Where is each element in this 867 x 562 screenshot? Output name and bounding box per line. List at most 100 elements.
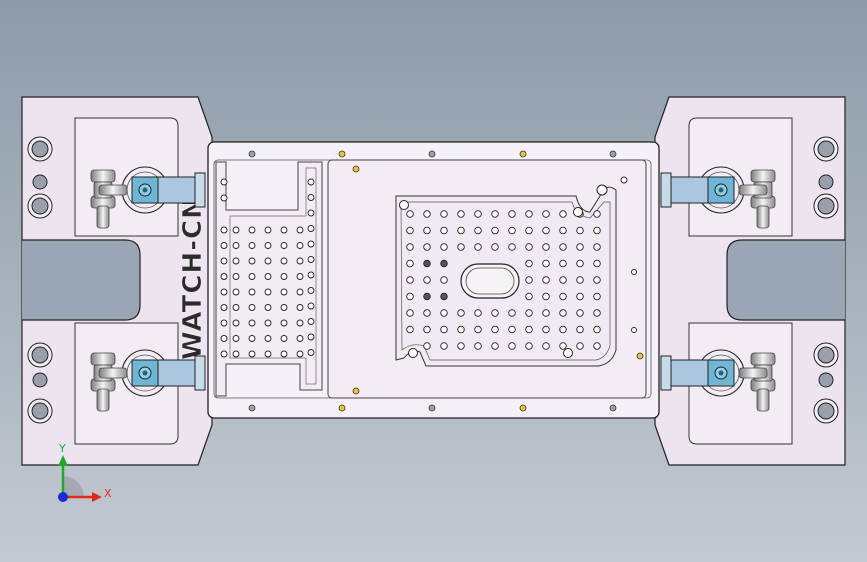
hole	[248, 319, 256, 327]
hole	[307, 333, 315, 341]
hole	[508, 243, 516, 251]
hole	[491, 309, 499, 317]
hole	[280, 350, 288, 358]
xyz-triad-icon[interactable]: Y X	[58, 442, 112, 502]
hole	[542, 259, 550, 268]
hole	[296, 335, 304, 342]
hole	[264, 350, 272, 358]
y-axis-arrow	[58, 455, 68, 466]
air-fitting-tube	[96, 388, 110, 412]
clamp-screw-socket	[718, 187, 724, 193]
hole	[307, 194, 315, 201]
hole	[440, 243, 448, 251]
bolt-head	[428, 404, 436, 412]
hole	[232, 257, 240, 265]
hole	[457, 226, 465, 235]
dowel-pin	[519, 404, 527, 412]
hole	[593, 342, 601, 350]
hole	[491, 342, 499, 350]
hole	[406, 226, 414, 235]
hole	[440, 325, 448, 334]
hole	[559, 243, 567, 251]
hole-filled	[440, 292, 448, 301]
hole	[542, 292, 550, 301]
clamp-screw-socket	[142, 370, 148, 376]
hole	[474, 342, 482, 350]
hole	[542, 309, 550, 317]
right-side-notch	[726, 239, 845, 321]
hole	[264, 257, 272, 265]
mount-hole-inner	[31, 402, 49, 420]
hole	[296, 319, 304, 327]
small-mount-hole	[32, 372, 48, 388]
hole	[406, 259, 414, 268]
center-oval-slot-inner	[465, 267, 515, 295]
hole	[280, 242, 288, 249]
air-fitting-top	[750, 169, 776, 183]
hole	[220, 273, 228, 280]
bolt-head	[248, 404, 256, 412]
hole	[620, 176, 628, 184]
hole	[264, 226, 272, 234]
hole	[525, 243, 533, 251]
hole	[631, 327, 637, 333]
hole	[525, 210, 533, 218]
hole	[542, 342, 550, 350]
hole	[220, 242, 228, 249]
hole	[248, 350, 256, 358]
hole	[542, 226, 550, 235]
dowel-pin	[352, 165, 360, 173]
hole	[280, 319, 288, 327]
hole	[248, 304, 256, 311]
hole	[296, 226, 304, 234]
hole	[440, 309, 448, 317]
hole	[559, 342, 567, 350]
hole	[542, 276, 550, 284]
hole	[508, 325, 516, 334]
hole	[457, 210, 465, 218]
center-plate[interactable]	[207, 141, 660, 419]
hole	[280, 226, 288, 234]
air-fitting-top	[750, 352, 776, 366]
hole	[423, 325, 431, 334]
bolt-head	[609, 404, 617, 412]
hole	[307, 302, 315, 310]
x-axis-label: X	[104, 487, 112, 500]
hole	[248, 335, 256, 342]
corner-hole	[399, 200, 409, 210]
clamp-assembly	[660, 349, 776, 412]
air-fitting-elbow	[738, 184, 768, 196]
clamp-screw-socket	[142, 187, 148, 193]
hole	[232, 335, 240, 342]
hole	[576, 342, 584, 350]
hole	[474, 325, 482, 334]
center-oval-slot[interactable]	[460, 263, 520, 299]
hole	[280, 335, 288, 342]
hole	[232, 350, 240, 358]
clamp-assembly	[660, 166, 776, 229]
clamp-assembly	[90, 349, 206, 412]
hole	[559, 292, 567, 301]
hole	[220, 319, 228, 327]
hole	[508, 309, 516, 317]
hole	[423, 276, 431, 284]
hole	[508, 210, 516, 218]
hole	[593, 210, 601, 218]
hole	[423, 210, 431, 218]
hole	[576, 226, 584, 235]
corner-hole	[563, 348, 573, 358]
hole	[220, 335, 228, 342]
hole	[576, 243, 584, 251]
hole-filled	[423, 292, 431, 301]
clamp-tab	[660, 355, 672, 391]
hole	[406, 276, 414, 284]
hole	[264, 304, 272, 311]
air-fitting-elbow	[738, 367, 768, 379]
hole	[406, 292, 414, 301]
hole	[264, 335, 272, 342]
hole	[220, 194, 228, 202]
hole	[440, 226, 448, 235]
hole	[525, 292, 533, 301]
air-fitting-top	[90, 352, 116, 366]
